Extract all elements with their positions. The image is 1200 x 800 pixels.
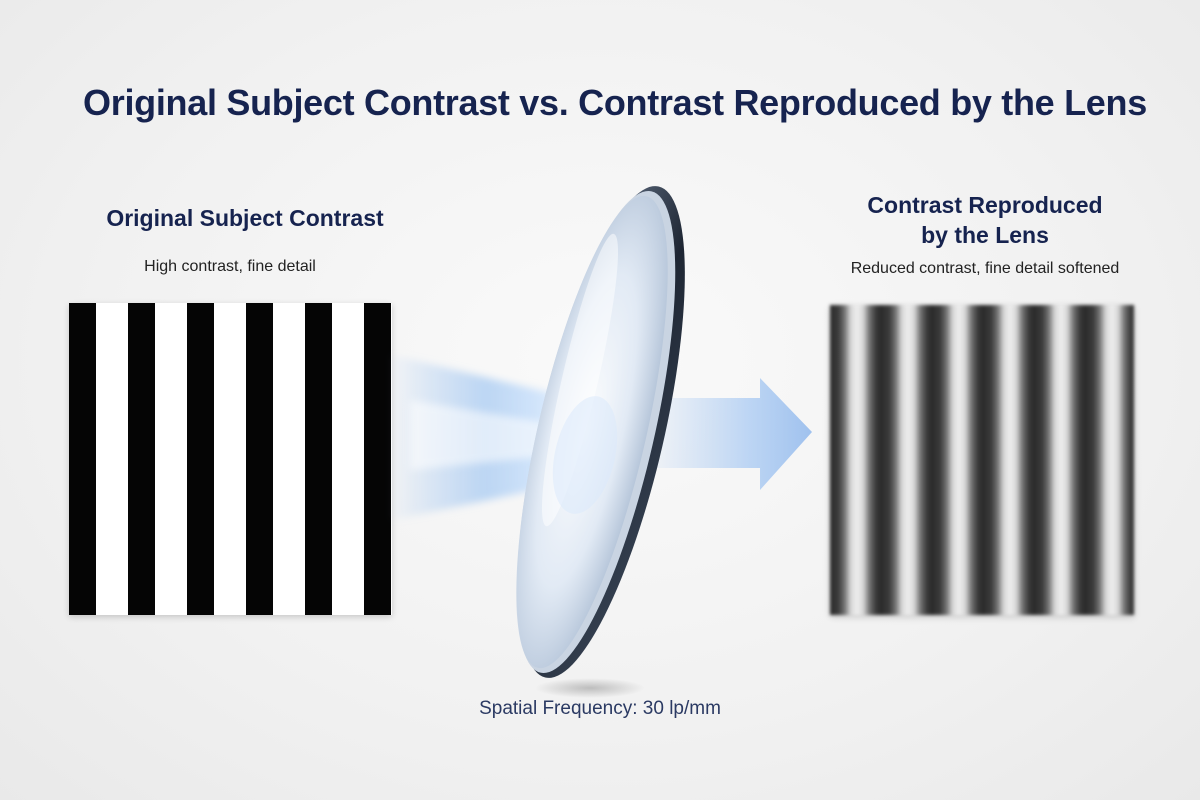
right-panel-subtitle: Reduced contrast, fine detail softened xyxy=(850,260,1120,277)
arrow-right-icon xyxy=(655,378,812,490)
sharp-bar-pattern xyxy=(69,303,392,615)
left-panel-subtitle: High contrast, fine detail xyxy=(144,258,316,275)
spatial-frequency-label: Spatial Frequency: 30 lp/mm xyxy=(479,698,721,719)
page-title: Original Subject Contrast vs. Contrast R… xyxy=(83,82,1147,123)
right-panel-title: Contrast Reproduced by the Lens xyxy=(800,190,1170,250)
left-panel-title: Original Subject Contrast xyxy=(106,205,384,231)
right-panel-title-line2: by the Lens xyxy=(921,222,1049,248)
lens-icon xyxy=(516,186,685,698)
right-panel-title-line1: Contrast Reproduced xyxy=(867,192,1103,218)
light-beam xyxy=(392,355,560,520)
blurred-bar-pattern xyxy=(830,305,1134,615)
